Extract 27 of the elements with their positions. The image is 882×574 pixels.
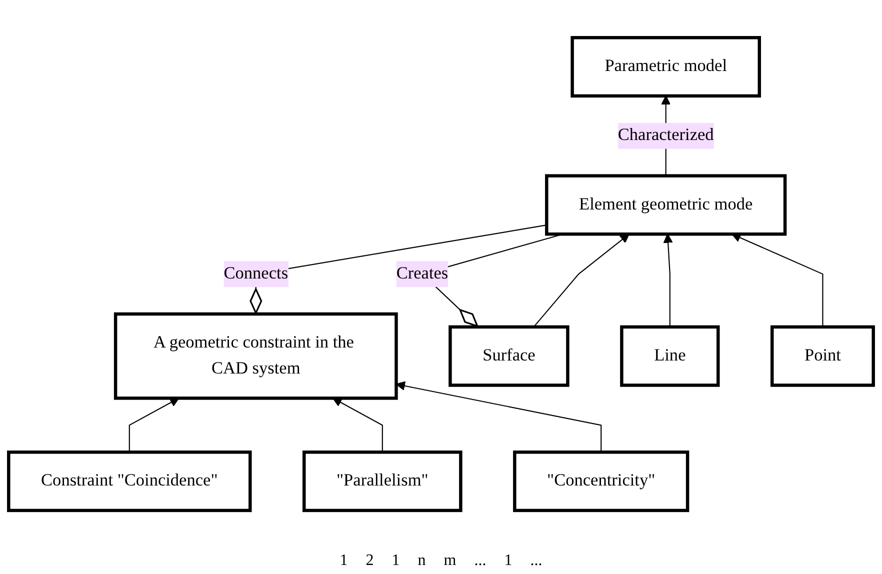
node-box: [545, 174, 787, 236]
edge-label: Creates: [396, 264, 448, 283]
multiplicity-label: 1: [504, 552, 512, 570]
arrow: [533, 234, 630, 328]
multiplicity-label: 2: [366, 552, 374, 570]
arrow: [332, 398, 383, 452]
multiplicity-label: ...: [530, 552, 542, 570]
node-box: [513, 450, 690, 512]
node-box: [302, 450, 462, 512]
arrow: [396, 381, 602, 452]
edge-label: Connects: [224, 264, 288, 283]
multiplicity-label: 1: [392, 552, 400, 570]
node-box: [7, 450, 252, 512]
connector: [250, 224, 547, 314]
multiplicity-label: n: [418, 552, 426, 570]
class-diagram: Parametric model Characterized Element geometric mode Connects Creates A geometric constraint in the CAD system Surface Line Point Constraint "Coincidence" "Parallelism" "Concentricity": [0, 28, 882, 520]
node-box: [448, 325, 570, 387]
node-box: [570, 36, 761, 98]
arrow: [128, 398, 180, 452]
edge-label: Characterized: [618, 126, 714, 144]
node-box: [620, 325, 720, 387]
multiplicity-label: 1: [340, 552, 348, 570]
node-box: [114, 312, 398, 400]
multiplicity-label: ...: [474, 552, 486, 570]
node-box: [770, 325, 875, 387]
arrow: [663, 234, 673, 327]
multiplicity-label: m: [444, 552, 456, 570]
